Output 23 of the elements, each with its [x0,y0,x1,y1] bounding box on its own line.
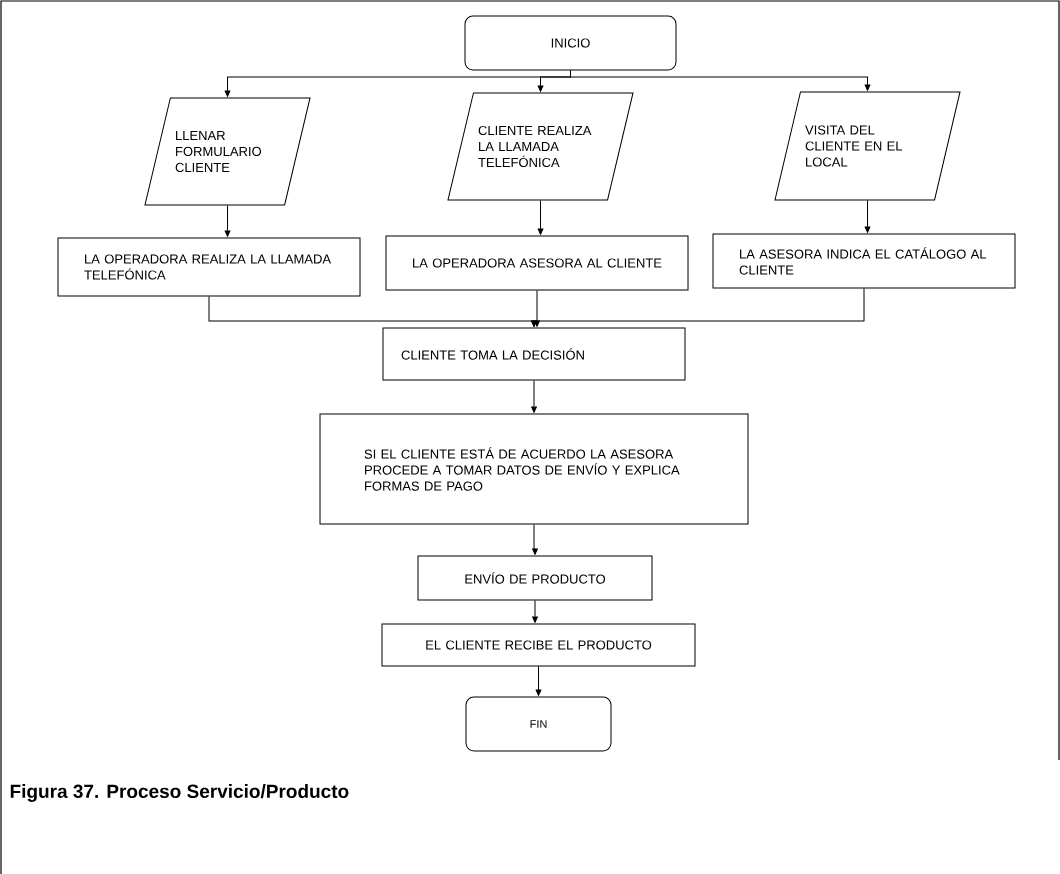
arrow [864,200,871,233]
arrow [534,290,540,327]
arrow [531,288,865,327]
figure-caption: Figura 37. Proceso Servicio/Producto [10,784,349,802]
arrow [532,600,538,623]
process-box: SI EL CLIENTE ESTÁ DE ACUERDO LA ASESORA PROCEDE A TOMAR DATOS DE ENVÍO Y EXPLICA FORMAS DE PAGO [319,413,749,525]
terminal-box: FIN [465,696,612,752]
input-parallelogram: LLENAR FORMULARIO CLIENTE [144,97,311,206]
terminal-box: INICIO [464,15,677,71]
process-box: EL CLIENTE RECIBE EL PRODUCTO [381,623,696,667]
arrow [532,524,538,555]
process-box: LA OPERADORA REALIZA LA LLAMADA TELEFÓNICA [57,237,361,297]
input-parallelogram: CLIENTE REALIZA LA LLAMADA TELEFÓNICA [447,92,634,201]
arrow [224,205,231,237]
input-parallelogram: VISITA DEL CLIENTE EN EL LOCAL [774,91,961,201]
arrow [535,666,542,696]
process-box: LA ASESORA INDICA EL CATÁLOGO AL CLIENTE [712,233,1016,289]
arrow [531,380,537,413]
process-box: LA OPERADORA ASESORA AL CLIENTE [385,235,689,291]
process-box: CLIENTE TOMA LA DECISIÓN [382,327,686,381]
arrow [537,200,544,235]
process-box: ENVÍO DE PRODUCTO [417,555,653,601]
arrow [570,70,871,91]
